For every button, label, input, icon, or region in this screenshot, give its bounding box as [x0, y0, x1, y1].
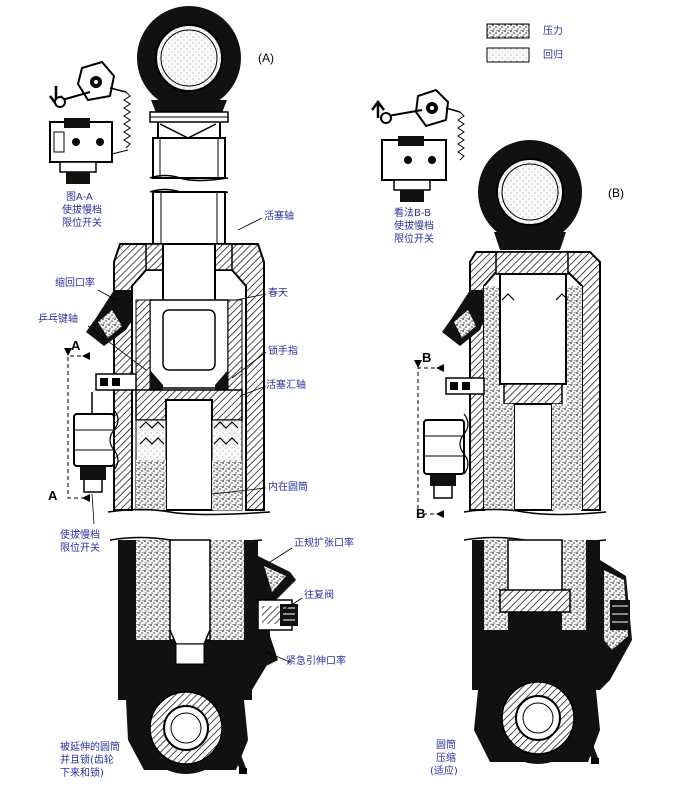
label-check-valve: 往复阀 [304, 590, 334, 601]
legend-pressure-swatch [486, 23, 530, 39]
view-a-limit-switch [73, 373, 137, 493]
view-a-switch-caption-1: 使拔慢档 [60, 530, 100, 541]
label-return-port: 缩回口率 [55, 278, 95, 289]
view-b-detail-caption-1: 看法B-B [394, 208, 431, 219]
view-a-title: (A) [258, 51, 274, 65]
view-b-detail-caption-3: 限位开关 [394, 234, 434, 245]
view-a-mid-rod [149, 188, 229, 245]
legend [486, 23, 530, 63]
view-b-limit-switch [423, 377, 485, 499]
legend-return-swatch [486, 47, 530, 63]
legend-return-label: 回归 [543, 50, 563, 61]
view-b-section-bottom-letter: B [416, 506, 426, 521]
legend-pressure-label: 压力 [543, 26, 563, 37]
view-b-rod-eye [478, 140, 582, 250]
view-b-detail-caption-2: 使拔慢档 [394, 221, 434, 232]
view-b-bottom-caption-2: 压缩 [436, 753, 456, 764]
view-a-detail-caption-3: 限位开关 [62, 218, 102, 229]
view-b-title: (B) [608, 186, 624, 200]
view-a-bottom-caption-1: 被延伸的圆筒 [60, 742, 120, 753]
view-b-section-line [414, 360, 444, 518]
view-a-section-line [64, 348, 90, 502]
label-inner-cylinder: 内在圆筒 [268, 482, 308, 493]
view-b-section-top-letter: B [422, 350, 432, 365]
view-b-detail [371, 88, 465, 202]
view-a-upper-rod [149, 137, 229, 182]
view-a-section-top-letter: A [71, 338, 81, 353]
view-a-bottom-caption-2: 并且锁(齿轮 [60, 755, 114, 766]
label-normal-extend-port: 正规扩张口率 [294, 538, 354, 549]
view-b-bottom-caption-1: 圆筒 [436, 740, 456, 751]
view-a-rod-eye [137, 6, 241, 139]
label-spring: 春天 [268, 288, 288, 299]
view-a-switch-caption-2: 限位开关 [60, 543, 100, 554]
view-b-return-port [442, 290, 484, 346]
view-a-detail [49, 60, 131, 184]
view-a-detail-caption-1: 图A-A [66, 192, 93, 203]
view-a-lower-body [109, 536, 298, 774]
view-a-cylinder-body [107, 243, 271, 516]
label-piston-seal: 活塞汇轴 [266, 380, 306, 391]
view-b-lower-body [463, 536, 632, 764]
view-b-cylinder-body [463, 251, 607, 516]
label-lock-finger: 锁手指 [268, 346, 298, 357]
label-piston-rod: 活塞轴 [264, 211, 294, 222]
leader-lines [87, 217, 303, 663]
label-pingpong-valve: 乒乓键轴 [38, 314, 78, 325]
label-emergency-extend-port: 紧急引伸口率 [286, 656, 346, 667]
view-a-bottom-caption-3: 下来和锁) [60, 768, 104, 779]
view-b-bottom-caption-3: (适应) [430, 766, 458, 777]
view-a-section-bottom-letter: A [48, 488, 58, 503]
view-a-return-port [86, 290, 132, 346]
view-a-detail-caption-2: 使拔慢档 [62, 205, 102, 216]
